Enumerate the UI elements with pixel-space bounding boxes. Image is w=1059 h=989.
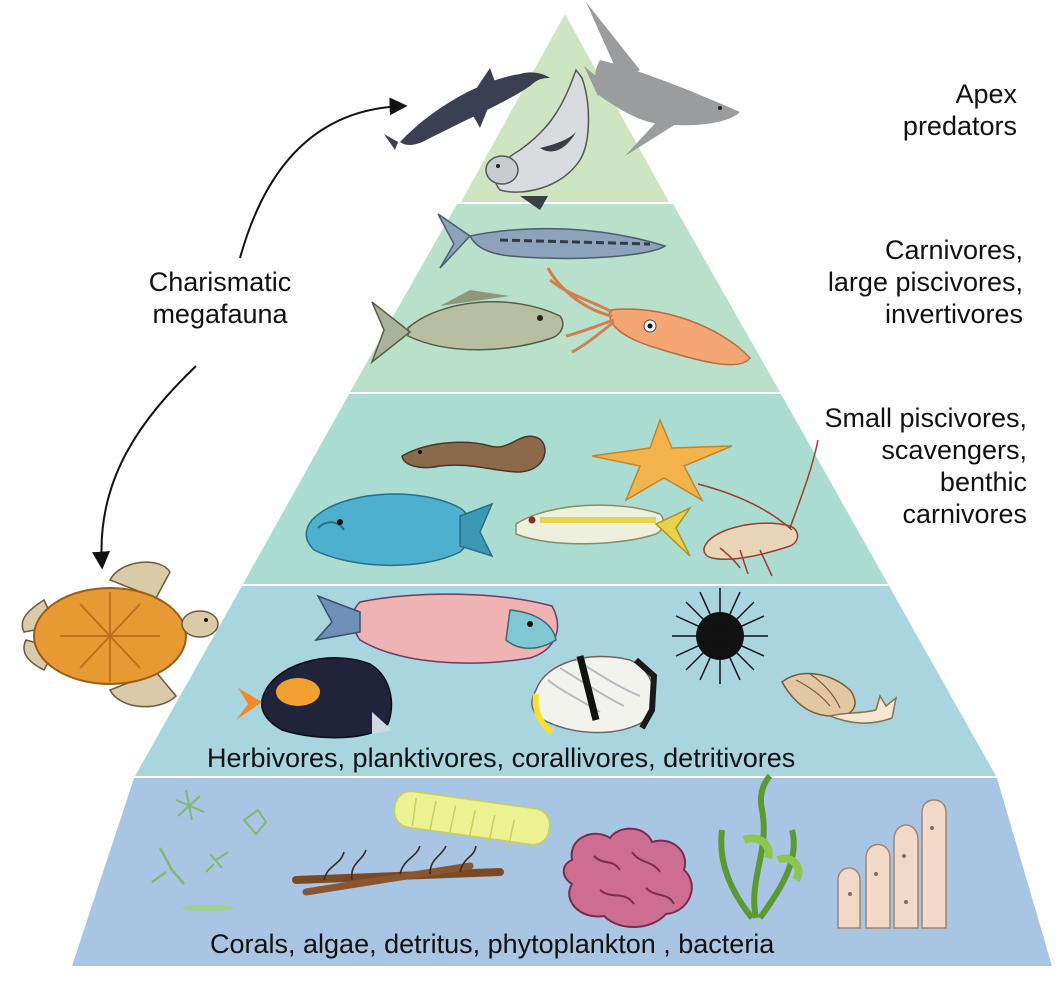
sea-turtle-icon: [21, 561, 219, 708]
label-producers: Corals, algae, detritus, phytoplankton ,…: [210, 928, 774, 960]
label-apex: Apex predators: [903, 78, 1017, 142]
label-carnivores-line-3: invertivores: [884, 299, 1023, 329]
label-small-piscivores-line-4: carnivores: [902, 499, 1027, 529]
label-small-piscivores: Small piscivores, scavengers, benthic ca…: [824, 402, 1027, 530]
parrotfish-icon: [305, 493, 494, 567]
finger-coral-icon: [837, 799, 947, 929]
squid-icon: [546, 267, 751, 366]
label-small-piscivores-line-2: scavengers,: [881, 435, 1027, 465]
label-charismatic-megafauna: Charismatic megafauna: [128, 266, 312, 330]
sea-urchin-icon: [672, 588, 768, 684]
surgeonfish-icon: [236, 657, 393, 739]
moray-eel-icon: [401, 435, 546, 473]
butterflyfish-icon: [531, 655, 658, 735]
shark-icon: [584, 2, 740, 156]
label-small-piscivores-line-3: benthic: [939, 467, 1027, 497]
callout-line-1: Charismatic: [148, 267, 292, 297]
dolphin-icon: [384, 68, 550, 150]
label-small-piscivores-line-1: Small piscivores,: [824, 403, 1027, 433]
sea-snail-icon: [781, 672, 898, 724]
label-apex-line-1: Apex: [955, 79, 1017, 109]
goatfish-icon: [515, 504, 693, 557]
detritus-icon: [292, 845, 504, 896]
callout-line-2: megafauna: [152, 299, 288, 329]
phytoplankton-icon: [151, 789, 268, 911]
seal-icon: [485, 68, 590, 210]
label-apex-line-2: predators: [902, 111, 1017, 141]
starfish-icon: [591, 417, 733, 502]
arrow-to-turtle: [92, 365, 197, 570]
arrow-to-apex: [239, 97, 408, 259]
barracuda-icon: [437, 213, 667, 269]
diatom-chain-icon: [393, 790, 551, 850]
label-herbivores-line-1: Herbivores, planktivores, corallivores, …: [207, 743, 796, 773]
seaweed-icon: [718, 773, 803, 920]
coral-icon: [562, 827, 693, 929]
tier-producers: [72, 778, 1052, 966]
label-herbivores: Herbivores, planktivores, corallivores, …: [207, 742, 795, 774]
label-carnivores: Carnivores, large piscivores, invertivor…: [828, 234, 1023, 330]
label-carnivores-line-2: large piscivores,: [827, 267, 1023, 297]
snapper-icon: [370, 290, 564, 365]
label-carnivores-line-1: Carnivores,: [884, 235, 1023, 265]
label-producers-line-1: Corals, algae, detritus, phytoplankton ,…: [210, 929, 775, 959]
shrimp-icon: [697, 439, 819, 577]
parrotfish-icon: [313, 593, 559, 664]
